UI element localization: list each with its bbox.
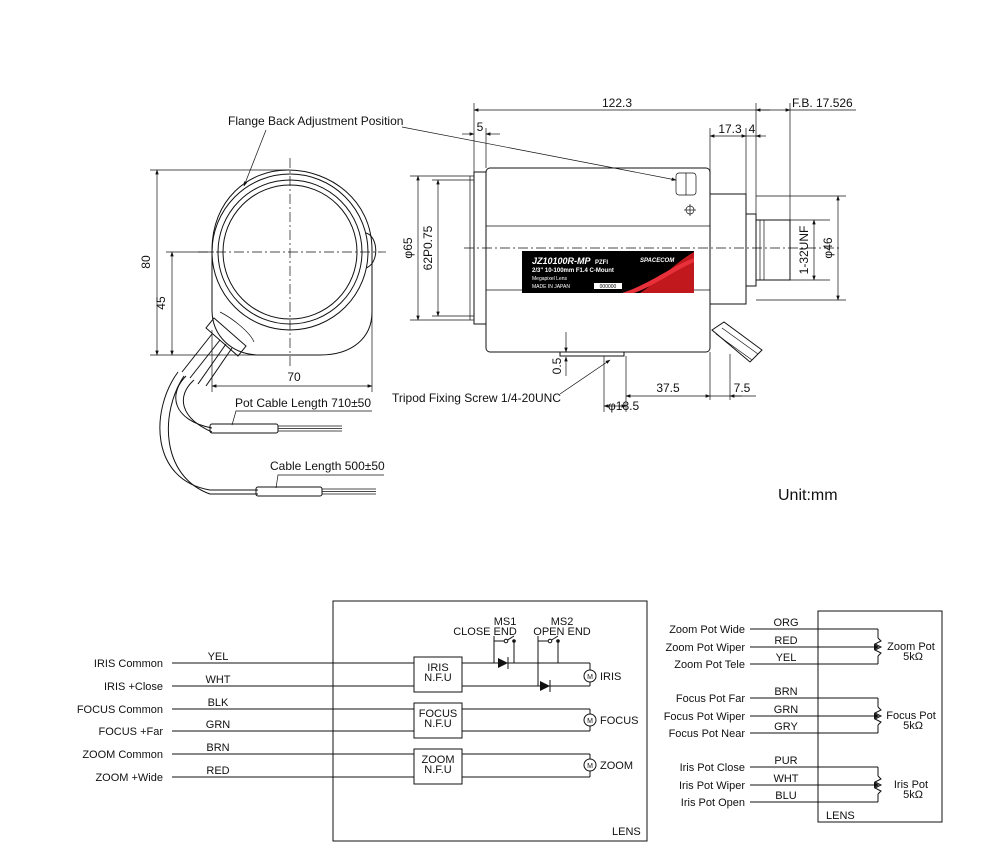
pot-wire-name: Zoom Pot Tele: [674, 659, 745, 671]
ms1-name: MS1: [494, 616, 517, 628]
focus-nfu-block: [413, 702, 463, 739]
unit-label: Unit:mm: [778, 487, 838, 504]
pot-name: Zoom Pot: [887, 641, 935, 653]
motor-output-label: ZOOM: [600, 760, 633, 772]
dim-phi46: φ46: [821, 237, 835, 258]
motor-wire-name: IRIS Common: [94, 658, 163, 670]
motor-wire-name: FOCUS +Far: [99, 726, 164, 738]
motor-wire-color: BLK: [208, 697, 229, 709]
wiper-arrow: [874, 782, 879, 788]
pot-box-label: LENS: [826, 810, 855, 822]
pot-wire-name: Iris Pot Close: [680, 762, 745, 774]
brand-logo: SPACECOM: [640, 258, 675, 264]
lens-spec: 2/3" 10-100mm F1.4 C-Mount: [532, 268, 614, 274]
dim-70: 70: [287, 370, 301, 384]
motor-box-label: LENS: [612, 826, 641, 838]
motor-wire-name: FOCUS Common: [77, 704, 163, 716]
lens-type: Megapixel Lens: [532, 276, 568, 282]
pot-value: 5kΩ: [903, 789, 923, 801]
tripod-label: Tripod Fixing Screw 1/4-20UNC: [392, 391, 561, 405]
pot-wire-name: Iris Pot Open: [681, 797, 745, 809]
zoom-nfu-block: [413, 748, 463, 785]
dim-5: 5: [477, 120, 484, 134]
lens-serial: 000000: [600, 284, 617, 290]
nfu-block-subtitle: N.F.U: [424, 718, 452, 730]
resistor-symbol: [873, 637, 883, 657]
pot-value: 5kΩ: [903, 651, 923, 663]
pot-wire-name: Focus Pot Wiper: [664, 711, 746, 723]
motor-wire-color: BRN: [206, 742, 229, 754]
ms2-desc: OPEN END: [533, 626, 591, 638]
lens-origin: MADE IN JAPAN: [532, 284, 570, 290]
pot-name: Iris Pot: [894, 779, 928, 791]
nfu-block-title: IRIS: [427, 662, 448, 674]
nfu-block-subtitle: N.F.U: [424, 672, 452, 684]
motor-wiring: M M M: [172, 600, 648, 842]
svg-text:M: M: [587, 718, 593, 725]
motor-wire-labels: IRIS Common YEL IRIS +Close WHT FOCUS Common…: [77, 651, 639, 784]
pot-wire-color: ORG: [773, 617, 798, 629]
front-view: [150, 126, 677, 497]
pot-name: Focus Pot: [886, 710, 936, 722]
wiper-arrow: [874, 713, 879, 719]
ms1-desc: CLOSE END: [453, 626, 517, 638]
motor-output-label: IRIS: [600, 671, 621, 683]
dim-62p075: 62P0.75: [421, 225, 435, 270]
svg-text:M: M: [587, 763, 593, 770]
wiper-arrow: [874, 644, 879, 650]
cable-label: Cable Length 500±50: [270, 459, 385, 473]
iris-nfu-block: [413, 656, 463, 693]
dim-45: 45: [154, 296, 168, 310]
ms2-name: MS2: [551, 616, 574, 628]
motor-wire-color: WHT: [205, 674, 230, 686]
pot-wire-name: Iris Pot Wiper: [679, 780, 745, 792]
pot-wire-name: Focus Pot Near: [669, 728, 746, 740]
resistor-symbol: [873, 706, 883, 726]
pot-wire-labels: Zoom Pot Wide ORG Zoom Pot Wiper RED Zoom Po…: [664, 617, 936, 809]
pot-wire-color: GRN: [774, 704, 799, 716]
dim-1-32unf: 1-32UNF: [797, 226, 811, 275]
pot-wire-color: PUR: [774, 755, 797, 767]
dim-phi65: φ65: [401, 237, 415, 258]
dim-phi18-5: φ18.5: [608, 399, 639, 413]
pot-wire-name: Zoom Pot Wiper: [666, 642, 746, 654]
pot-wire-name: Zoom Pot Wide: [669, 624, 745, 636]
potentiometers: [750, 628, 883, 803]
dim-0-5: 0.5: [550, 357, 564, 374]
pot-wire-name: Focus Pot Far: [676, 693, 745, 705]
side-view: [410, 103, 856, 412]
dim-flange-back: F.B. 17.526: [792, 96, 853, 110]
pot-wire-color: YEL: [776, 652, 797, 664]
pot-wire-color: BRN: [774, 686, 797, 698]
motor-wire-color: YEL: [208, 651, 229, 663]
svg-text:M: M: [587, 674, 593, 681]
motor-wire-name: ZOOM +Wide: [95, 772, 163, 784]
pot-wire-color: GRY: [774, 721, 798, 733]
flange-label: Flange Back Adjustment Position: [228, 114, 403, 128]
nfu-block-subtitle: N.F.U: [424, 764, 452, 776]
resistor-symbol: [873, 775, 883, 795]
dim-80: 80: [139, 255, 153, 269]
nfu-block-title: ZOOM: [422, 754, 455, 766]
dim-17-3: 17.3: [718, 122, 742, 136]
nfu-block-title: FOCUS: [419, 708, 458, 720]
motor-wire-color: GRN: [206, 719, 231, 731]
lens-model: JZ10100R-MP: [532, 256, 592, 266]
dim-37-5: 37.5: [656, 381, 680, 395]
motor-wire-color: RED: [206, 765, 229, 777]
pot-value: 5kΩ: [903, 720, 923, 732]
pot-wire-color: WHT: [773, 773, 798, 785]
motor-output-label: FOCUS: [600, 715, 639, 727]
dim-122-3: 122.3: [602, 96, 632, 110]
pot-wire-color: BLU: [775, 790, 796, 802]
dim-4: 4: [749, 122, 756, 136]
lens-model-suffix: PZFI: [595, 260, 608, 266]
motor-wire-name: IRIS +Close: [104, 681, 163, 693]
pot-cable-label: Pot Cable Length 710±50: [235, 396, 371, 410]
dim-7-5: 7.5: [734, 381, 751, 395]
motor-wire-name: ZOOM Common: [82, 749, 163, 761]
pot-wire-color: RED: [774, 635, 797, 647]
